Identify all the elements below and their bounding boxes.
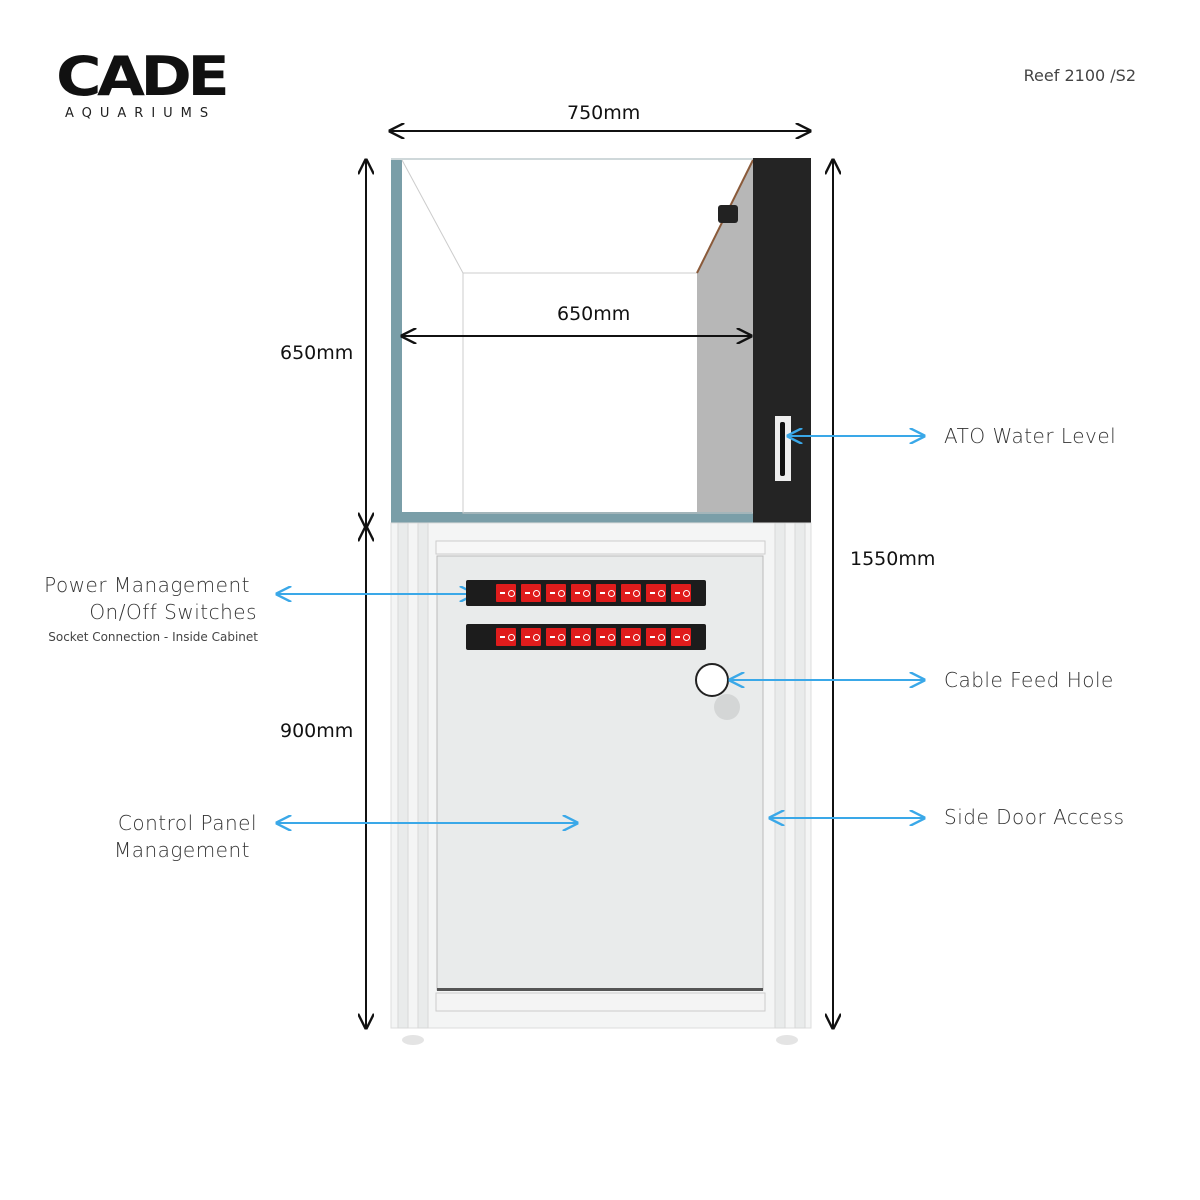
switch[interactable]: [521, 584, 541, 602]
cabinet-height-label: 900mm: [280, 720, 354, 742]
logo-subtitle: AQUARIUMS: [65, 106, 217, 121]
side-door-label: Side Door Access: [944, 805, 1125, 829]
switch[interactable]: [621, 584, 641, 602]
switch[interactable]: [546, 584, 566, 602]
control-label-2: Management: [113, 838, 250, 862]
switch[interactable]: [671, 584, 691, 602]
switch[interactable]: [646, 584, 666, 602]
inner-width-label: 650mm: [557, 303, 631, 325]
switch[interactable]: [546, 628, 566, 646]
power-label-2: On/Off Switches: [89, 600, 257, 624]
switch[interactable]: [521, 628, 541, 646]
cable-label: Cable Feed Hole: [944, 668, 1114, 692]
cable-feed-hole: [695, 663, 729, 697]
tank: [391, 158, 811, 523]
brand-logo: CADE AQUARIUMS: [56, 50, 230, 122]
ato-label: ATO Water Level: [944, 424, 1117, 448]
power-note: Socket Connection - Inside Cabinet: [48, 630, 258, 644]
tank-height-label: 650mm: [280, 342, 354, 364]
cabinet: [390, 522, 812, 1045]
width-label: 750mm: [567, 102, 641, 124]
switch[interactable]: [646, 628, 666, 646]
switch[interactable]: [596, 584, 616, 602]
switch[interactable]: [496, 628, 516, 646]
switch[interactable]: [621, 628, 641, 646]
switch-strip-2: [466, 624, 706, 650]
switch[interactable]: [496, 584, 516, 602]
model-name: Reef 2100 /S2: [1023, 66, 1136, 85]
switch[interactable]: [571, 628, 591, 646]
control-label-1: Control Panel: [117, 811, 257, 835]
switch-strip-1: [466, 580, 706, 606]
switch[interactable]: [596, 628, 616, 646]
logo-mark: CADE: [56, 45, 230, 108]
switch[interactable]: [571, 584, 591, 602]
power-label-1: Power Management: [44, 573, 250, 597]
cabinet-door: [436, 555, 764, 991]
switch[interactable]: [671, 628, 691, 646]
total-height-label: 1550mm: [850, 548, 936, 570]
